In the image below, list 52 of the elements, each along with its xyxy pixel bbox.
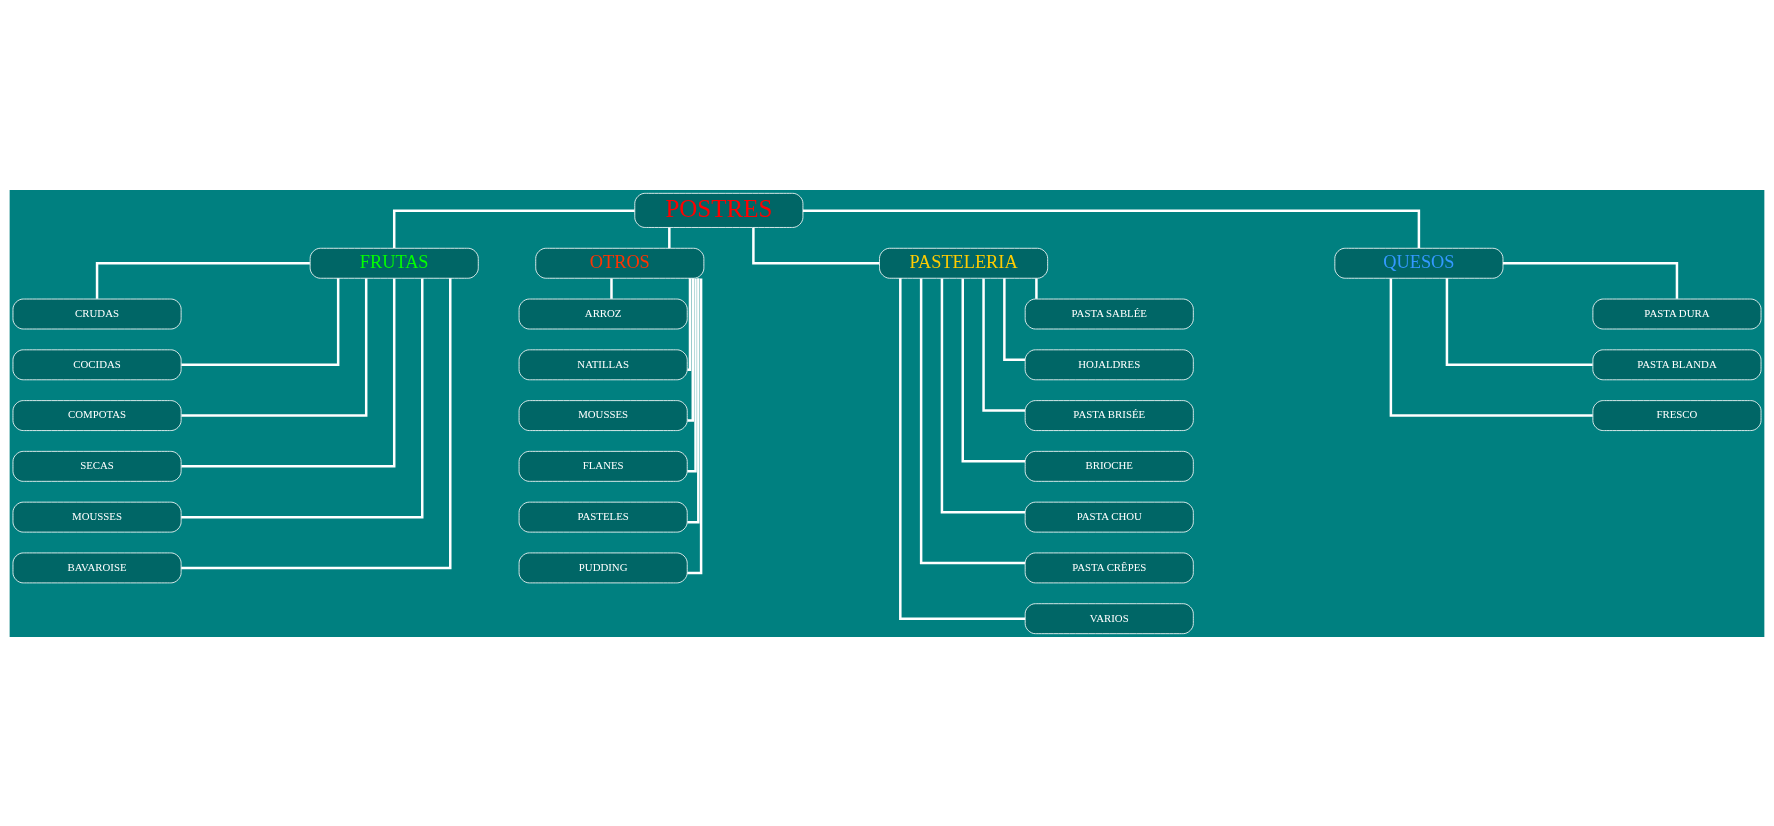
connector bbox=[919, 278, 1026, 564]
node-box: COCIDAS bbox=[12, 348, 182, 380]
connector bbox=[752, 227, 880, 264]
connector bbox=[687, 278, 697, 473]
node-box: BRIOCHE bbox=[1024, 450, 1194, 482]
connector bbox=[95, 261, 310, 299]
connector bbox=[1035, 278, 1038, 299]
connector bbox=[392, 209, 635, 248]
connector bbox=[610, 278, 613, 299]
connector bbox=[899, 277, 1026, 620]
node-box: COMPOTAS bbox=[12, 399, 182, 431]
node-box: PASTA BRISÉE bbox=[1024, 399, 1194, 431]
node-box: SECAS bbox=[12, 450, 182, 482]
node-box: VARIOS bbox=[1024, 602, 1194, 634]
node-box: BAVAROISE bbox=[12, 552, 182, 583]
node-box: HOJALDRES bbox=[1024, 348, 1194, 380]
connector bbox=[181, 277, 424, 518]
node-box: PASTA SABLÉE bbox=[1024, 298, 1194, 329]
connector bbox=[181, 277, 340, 366]
connector bbox=[687, 277, 695, 422]
node-box: QUESOS bbox=[1334, 247, 1504, 279]
node-box: CRUDAS bbox=[12, 298, 182, 329]
node-box: MOUSSES bbox=[518, 399, 688, 431]
node-box: FRESCO bbox=[1592, 399, 1762, 431]
node-box: OTROS bbox=[535, 247, 705, 279]
connector bbox=[687, 277, 703, 574]
node-box: PASTA BLANDA bbox=[1592, 348, 1762, 380]
connector bbox=[1445, 277, 1593, 366]
node-box: PASTA DURA bbox=[1592, 298, 1762, 329]
connector bbox=[181, 278, 396, 468]
node-box: ARROZ bbox=[518, 298, 688, 329]
node-box: PASTA CHOU bbox=[1024, 501, 1194, 533]
connector bbox=[802, 209, 1421, 248]
connector bbox=[1503, 261, 1679, 299]
connector bbox=[982, 277, 1026, 412]
connector bbox=[940, 277, 1026, 513]
connector bbox=[687, 277, 700, 523]
connector bbox=[1389, 277, 1593, 417]
node-box: FRUTAS bbox=[309, 247, 479, 279]
connector bbox=[181, 277, 368, 417]
node-box: MOUSSES bbox=[12, 501, 182, 533]
node-box: POSTRES bbox=[634, 192, 804, 228]
node-box: PASTA CRÊPES bbox=[1024, 552, 1194, 583]
node-box: PUDDING bbox=[518, 552, 688, 583]
connector bbox=[668, 227, 671, 248]
connector bbox=[961, 277, 1026, 463]
connector bbox=[687, 277, 692, 371]
node-box: PASTELERIA bbox=[879, 247, 1049, 279]
node-box: PASTELES bbox=[518, 501, 688, 533]
connector bbox=[181, 277, 452, 569]
node-box: NATILLAS bbox=[518, 348, 688, 380]
node-box: FLANES bbox=[518, 450, 688, 482]
